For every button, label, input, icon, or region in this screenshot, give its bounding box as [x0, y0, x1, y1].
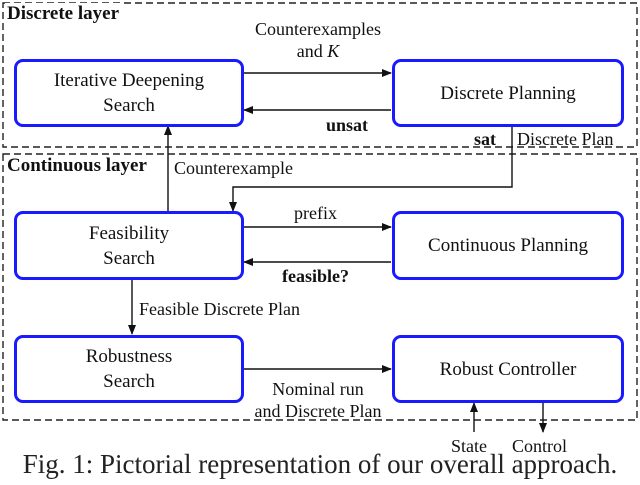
iterative-deepening-search-box: Iterative Deepening Search	[14, 59, 244, 127]
arrow-sat-discrete-plan	[229, 126, 513, 212]
robust-controller-box: Robust Controller	[392, 335, 624, 403]
ids-label-line2: Search	[103, 95, 155, 116]
prefix-label: prefix	[294, 203, 337, 223]
feasible-discrete-plan-label: Feasible Discrete Plan	[139, 299, 300, 319]
robust-controller-label: Robust Controller	[439, 358, 577, 380]
feasibility-search-box: Feasibility Search	[14, 211, 244, 280]
discrete-layer-title: Discrete layer	[5, 3, 122, 25]
nominal-run-label: Nominal run and Discrete Plan	[244, 378, 392, 422]
discrete-layer-frame	[2, 2, 638, 148]
robustness-search-box: Robustness Search	[14, 335, 244, 403]
k-variable: K	[327, 41, 340, 61]
discrete-plan-label: Discrete Plan	[517, 129, 614, 149]
ids-label-line1: Iterative Deepening	[53, 70, 205, 91]
control-label: Control	[512, 436, 568, 456]
counterexamples-label: Counterexamples and K	[244, 18, 392, 62]
counterexamples-line1: Counterexamples	[255, 19, 381, 39]
feasibility-label-line1: Feasibility	[88, 222, 170, 244]
nominal-run-line2: and Discrete Plan	[254, 401, 382, 421]
robustness-label-line1: Robustness	[85, 346, 173, 367]
discrete-planning-box: Discrete Planning	[392, 59, 624, 127]
sat-label: sat	[474, 129, 496, 149]
discrete-planning-label: Discrete Planning	[440, 82, 576, 104]
continuous-planning-label: Continuous Planning	[428, 235, 588, 256]
continuous-planning-box: Continuous Planning	[392, 211, 624, 280]
counterexample-label: Counterexample	[174, 158, 293, 178]
state-label: State	[451, 436, 487, 456]
feasibility-label-line2: Search	[103, 247, 155, 269]
counterexamples-line2: and K	[296, 41, 340, 61]
continuous-layer-frame	[2, 153, 638, 421]
continuous-layer-title: Continuous layer	[5, 155, 149, 177]
robustness-label-line2: Search	[103, 371, 155, 392]
figure-caption: Fig. 1: Pictorial representation of our …	[22, 449, 618, 479]
nominal-run-line1: Nominal run	[272, 379, 364, 399]
unsat-label: unsat	[326, 115, 369, 135]
feasible-label: feasible?	[282, 266, 349, 286]
